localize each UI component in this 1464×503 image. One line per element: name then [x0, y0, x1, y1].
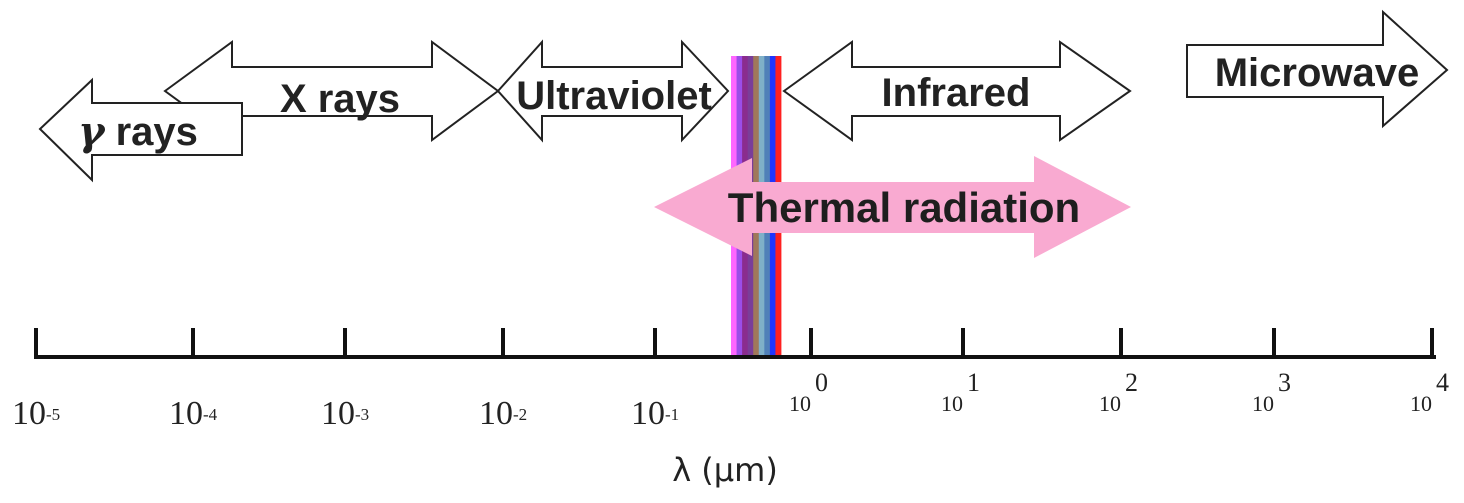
tick-label-base: 10	[12, 395, 46, 432]
axis-tick-label: 10-2	[479, 395, 527, 432]
tick-label-base: 10	[631, 395, 665, 432]
tick-label-exponent: -3	[355, 405, 369, 424]
tick-label-base: 10	[789, 391, 811, 416]
gamma-rays-arrow-shape	[38, 77, 243, 183]
axis-tick-label: 100	[789, 368, 828, 416]
infrared-arrow-shape	[782, 40, 1132, 142]
microwave-arrow-shape	[1186, 9, 1449, 129]
tick-label-base: 10	[479, 395, 513, 432]
gamma-rays-label: γ rays	[78, 108, 198, 155]
axis-tick-label: 102	[1099, 368, 1138, 416]
ultraviolet-label: Ultraviolet	[516, 74, 712, 118]
gamma-rays-text: rays	[104, 110, 197, 154]
microwave-label: Microwave	[1215, 51, 1420, 95]
tick-label-base: 10	[321, 395, 355, 432]
axis-title: λ (μm)	[672, 451, 778, 489]
axis-tick-label: 10-4	[169, 395, 218, 432]
ultraviolet-arrow: Ultraviolet	[496, 39, 730, 143]
infrared-label: Infrared	[882, 71, 1031, 115]
gamma-rays-arrow: γ rays	[38, 77, 243, 183]
tick-label-exponent: -1	[665, 405, 679, 424]
axis-ticks	[34, 328, 1434, 359]
ultraviolet-arrow-shape	[496, 39, 730, 143]
axis-tick-label: 101	[941, 368, 980, 416]
tick-label-base: 10	[1252, 391, 1274, 416]
thermal-radiation-arrow-shape	[654, 156, 1131, 258]
tick-label-base: 10	[169, 395, 203, 432]
microwave-arrow: Microwave	[1186, 9, 1449, 129]
xrays-arrow: X rays	[163, 40, 500, 142]
tick-label-exponent: 4	[1436, 368, 1449, 397]
infrared-arrow: Infrared	[782, 40, 1132, 142]
axis-tick-label: 10-5	[12, 395, 60, 432]
tick-label-base: 10	[941, 391, 963, 416]
axis-tick-label: 103	[1252, 368, 1291, 416]
tick-label-exponent: 0	[815, 368, 828, 397]
tick-label-exponent: 2	[1125, 368, 1138, 397]
thermal-radiation-arrow: Thermal radiation	[654, 156, 1131, 258]
tick-label-base: 10	[1410, 391, 1432, 416]
axis-tick-label: 10-3	[321, 395, 369, 432]
thermal-radiation-label: Thermal radiation	[728, 184, 1080, 231]
axis-tick-label: 10-1	[631, 395, 679, 432]
tick-label-exponent: 3	[1278, 368, 1291, 397]
tick-label-exponent: 1	[967, 368, 980, 397]
axis-tick-label: 104	[1410, 368, 1449, 416]
tick-label-base: 10	[1099, 391, 1121, 416]
gamma-symbol: γ	[78, 108, 106, 155]
tick-label-exponent: -2	[513, 405, 527, 424]
tick-label-exponent: -5	[46, 405, 60, 424]
tick-label-exponent: -4	[203, 405, 218, 424]
xrays-label: X rays	[280, 77, 400, 121]
